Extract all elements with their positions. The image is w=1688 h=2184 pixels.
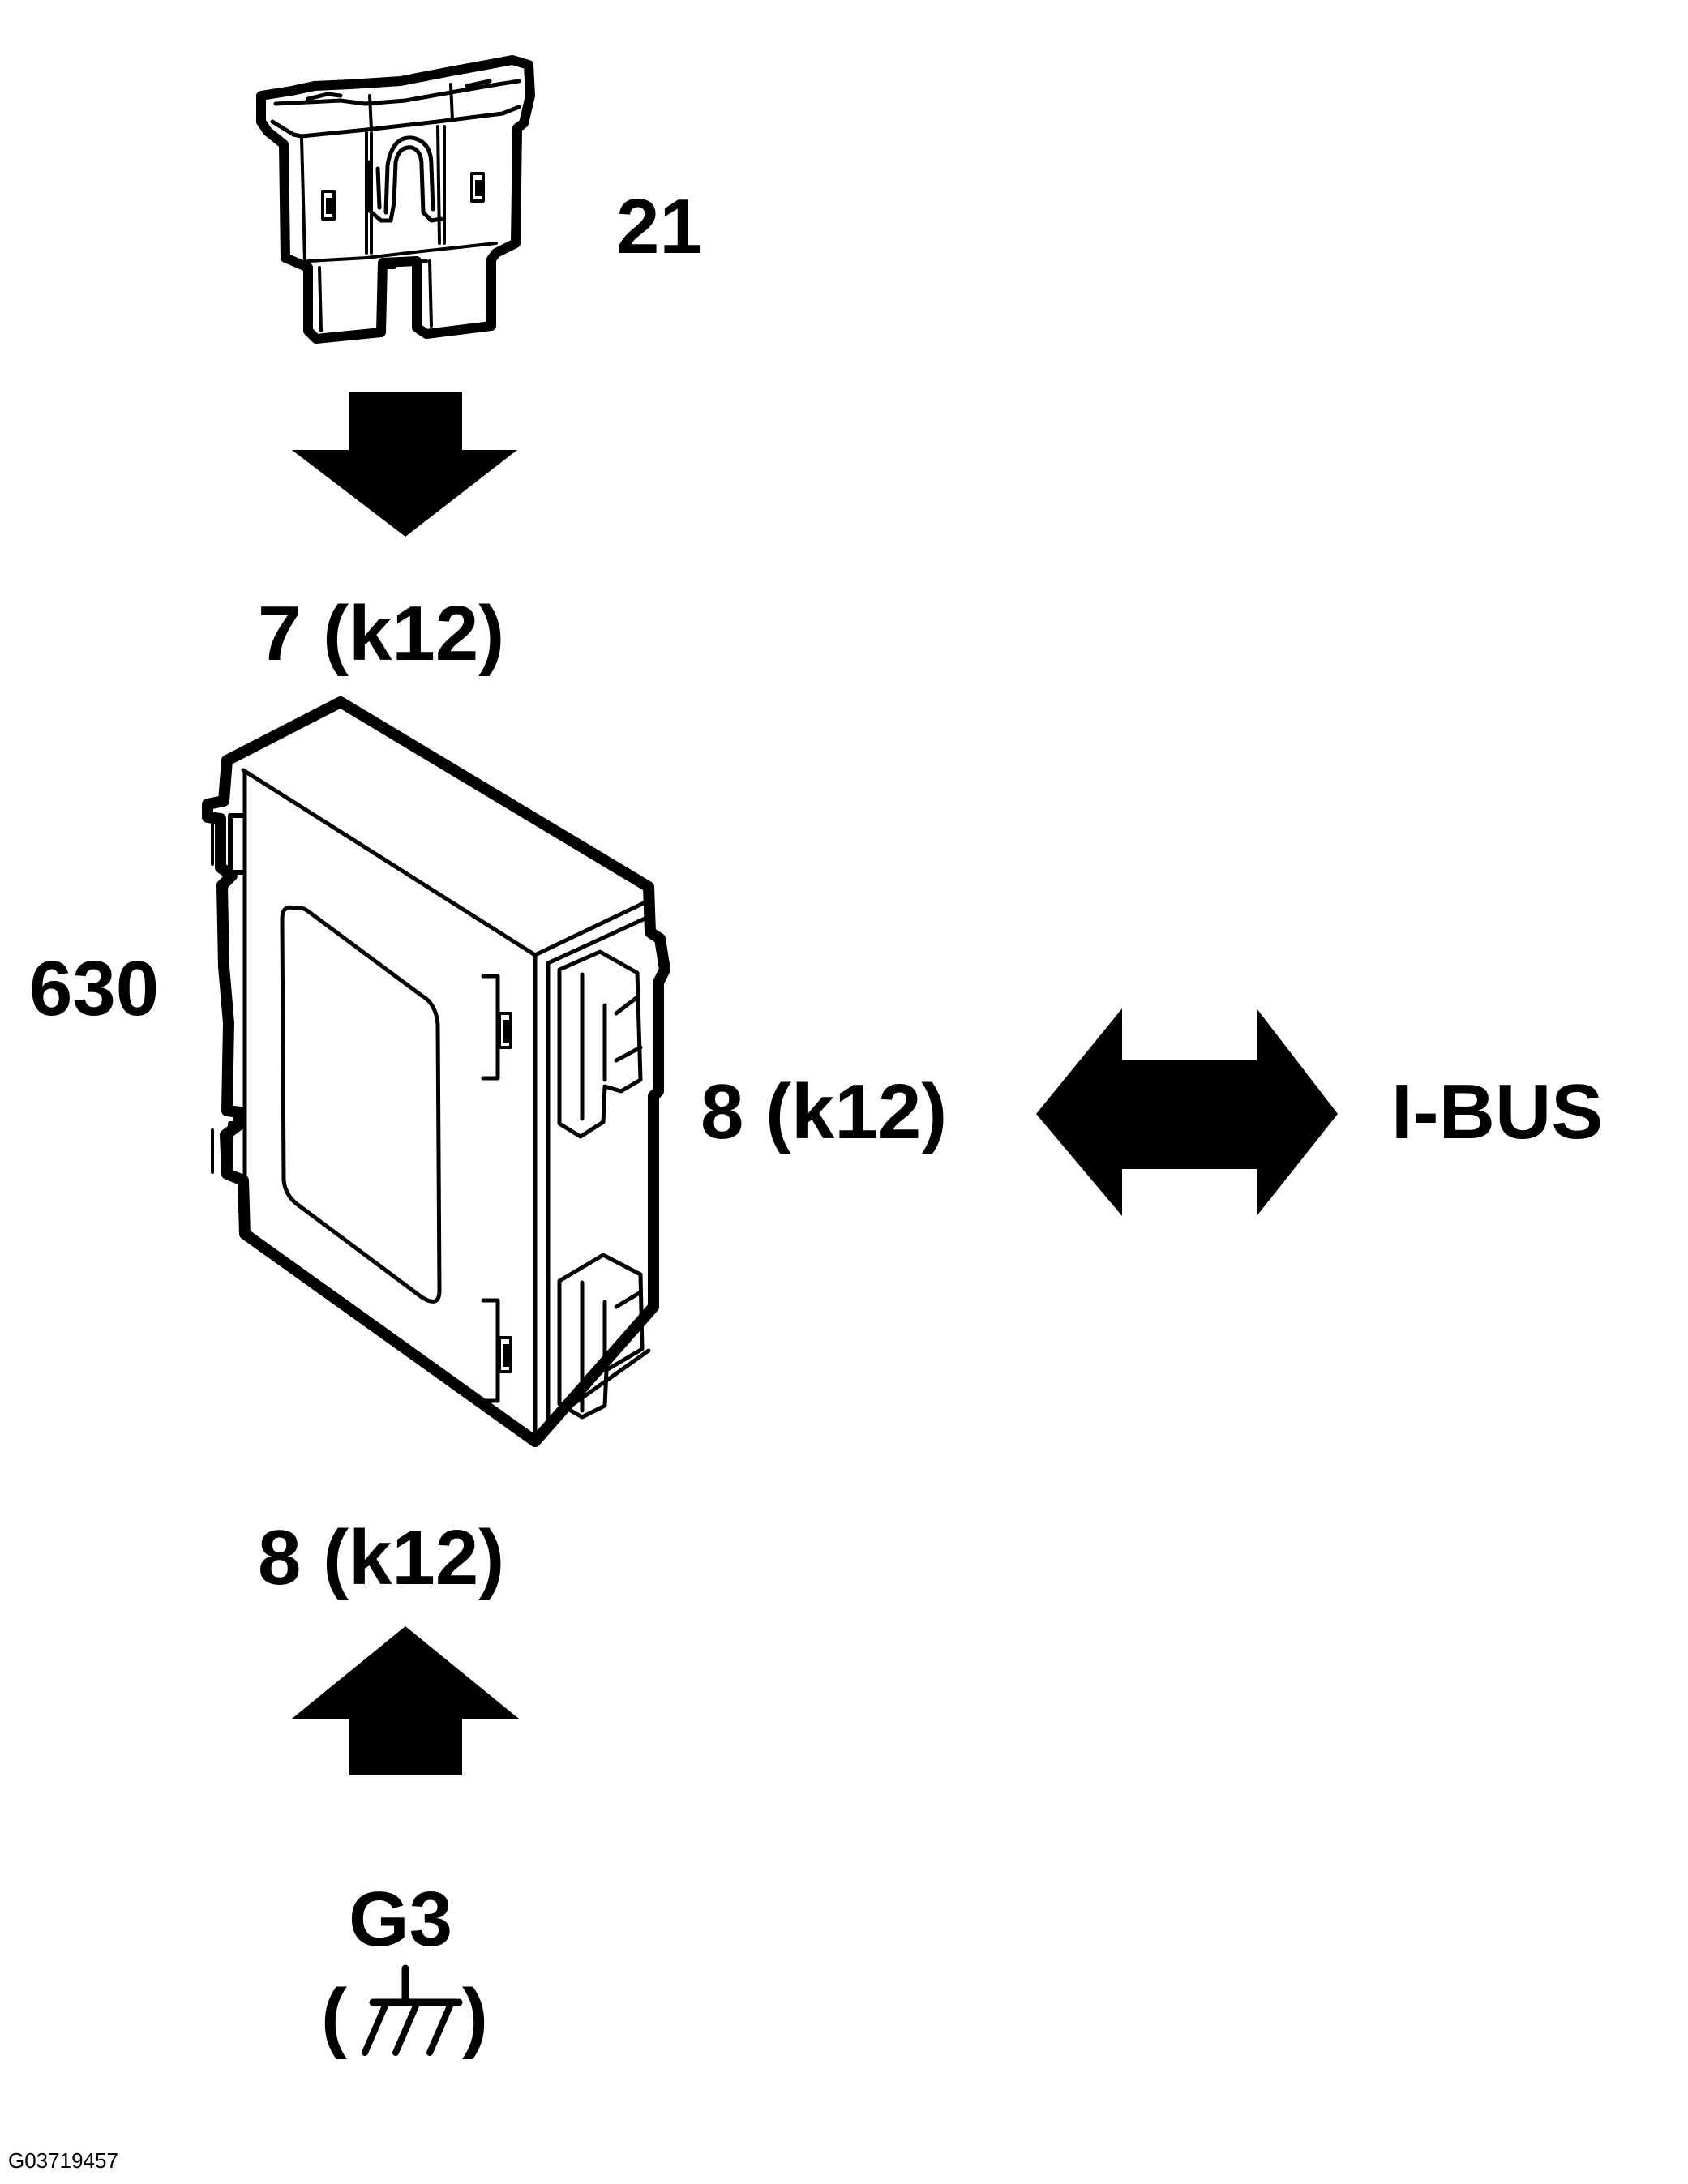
control-module-icon — [202, 696, 670, 1447]
ground-symbol-icon — [362, 1964, 463, 2056]
ground-paren-open: ( — [321, 1973, 347, 2060]
blade-fuse-icon — [256, 55, 535, 344]
ground-point-label: G3 — [349, 1876, 453, 1963]
arrow-up-icon — [292, 1626, 519, 1775]
top-pin-label: 7 (k12) — [258, 590, 505, 677]
bottom-pin-label: 8 (k12) — [258, 1514, 505, 1601]
fuse-number-label: 21 — [616, 183, 703, 270]
figure-reference: G03719457 — [8, 2148, 118, 2173]
bus-label: I-BUS — [1391, 1068, 1604, 1155]
double-arrow-icon — [1036, 1008, 1338, 1216]
right-pin-label: 8 (k12) — [700, 1068, 948, 1155]
module-number-label: 630 — [29, 945, 160, 1032]
ground-paren-close: ) — [462, 1973, 488, 2060]
arrow-down-icon — [292, 392, 517, 537]
